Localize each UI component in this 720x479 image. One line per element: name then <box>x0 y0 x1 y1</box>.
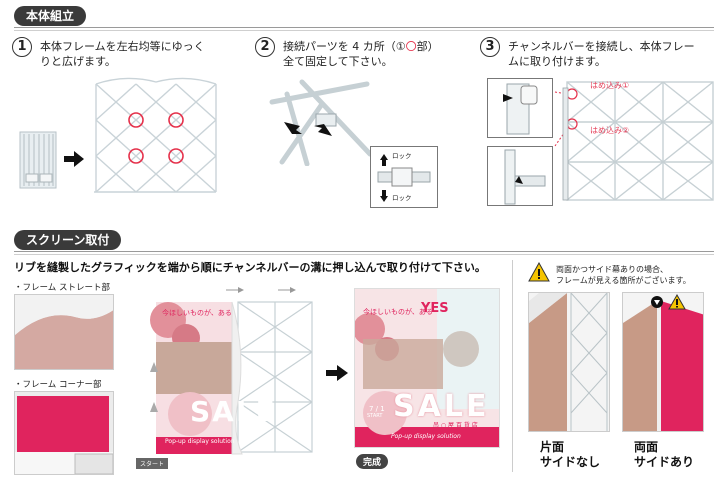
warning-line2: フレームが見える箇所がございます。 <box>556 276 691 285</box>
step2-line1b: 部） <box>416 40 439 53</box>
banner-sale-partial: SALE <box>190 395 277 428</box>
lock-inset-image <box>370 146 438 208</box>
banner-date: 7 / 1 <box>369 405 385 413</box>
section-title-assembly: 本体組立 <box>14 6 87 26</box>
down-arrow-icon <box>651 296 663 308</box>
channel-bar-inset-1 <box>487 78 553 138</box>
step-number-1: 1 <box>12 37 32 57</box>
step1-line1: 本体フレームを左右均等にゆっく <box>40 40 205 53</box>
banner-sale: SALE <box>393 389 490 424</box>
vertical-divider <box>512 260 513 472</box>
banner-start: START <box>367 413 383 419</box>
channel-bar-inset-2 <box>487 146 553 206</box>
banner-footer-partial: Pop-up display solution <box>165 438 235 445</box>
single-sided-caption: 片面 サイドなし <box>540 440 600 470</box>
section-divider <box>14 27 714 28</box>
banner-footer: Pop-up display solution <box>391 433 461 440</box>
step1-line2: りと広げます。 <box>40 55 116 68</box>
start-tag: スタート <box>136 458 169 469</box>
step2-circle-mark: 〇 <box>405 40 417 53</box>
section-title-screen-attach: スクリーン取付 <box>14 230 122 250</box>
expanded-frame-image <box>94 77 217 193</box>
section-divider-2 <box>14 251 714 252</box>
double-sided-caption: 両面 サイドあり <box>634 440 694 470</box>
connector-closeup-image <box>269 79 372 166</box>
collapsed-frame-image <box>19 131 57 189</box>
section-divider-thin-2 <box>14 254 714 255</box>
fit-label-2: はめ込み② <box>590 126 630 135</box>
lock-label-bottom: ロック <box>392 194 412 202</box>
banner-yes: YES <box>421 301 449 316</box>
frame-corner-photo <box>14 391 114 475</box>
section-divider-thin <box>14 30 714 31</box>
step3-line1: チャンネルバーを接続し、本体フレー <box>508 40 695 53</box>
warning-line1: 両面かつサイド幕ありの場合、 <box>556 265 668 274</box>
step3-line2: ムに取り付けます。 <box>508 55 606 68</box>
step2-text: 接続パーツを 4 カ所（①〇部） 全て固定して下さい。 <box>283 39 439 69</box>
single-sided-line1: 片面 <box>540 440 565 454</box>
step2-line1: 接続パーツを 4 カ所（① <box>283 40 406 53</box>
completed-banner: 今ほしいものが、ある YES 7 / 1 START SALE 吊 ○ 屋 百 … <box>354 288 500 448</box>
single-sided-photo <box>528 292 610 432</box>
banner-headline-partial: 今ほしいものが、ある <box>162 309 232 317</box>
frame-straight-label: ・フレーム ストレート部 <box>14 283 110 293</box>
fit-label-1: はめ込み① <box>590 81 630 90</box>
double-sided-line1: 両面 <box>634 440 659 454</box>
step2-line2: 全て固定して下さい。 <box>283 55 393 68</box>
frame-corner-label: ・フレーム コーナー部 <box>14 380 102 390</box>
single-sided-line2: サイドなし <box>540 455 601 469</box>
complete-tag: 完成 <box>356 454 389 469</box>
frame-with-channel-bars-image <box>554 81 714 201</box>
warning-icon-small <box>668 294 686 310</box>
warning-icon <box>528 262 550 282</box>
lock-label-top: ロック <box>392 152 412 160</box>
step3-text: チャンネルバーを接続し、本体フレー ムに取り付けます。 <box>508 39 695 69</box>
step-number-3: 3 <box>480 37 500 57</box>
warning-text: 両面かつサイド幕ありの場合、 フレームが見える箇所がございます。 <box>556 264 691 286</box>
step1-text: 本体フレームを左右均等にゆっく りと広げます。 <box>40 39 205 69</box>
double-sided-line2: サイドあり <box>634 455 695 469</box>
banner-headline: 今ほしいものが、ある <box>363 308 433 316</box>
banner-store: 吊 ○ 屋 百 貨 店 <box>433 422 478 429</box>
frame-straight-photo <box>14 294 114 370</box>
instruction-text: リブを縫製したグラフィックを端から順にチャンネルバーの溝に押し込んで取り付けて下… <box>14 261 486 274</box>
step-number-2: 2 <box>255 37 275 57</box>
right-arrow-icon <box>64 151 84 167</box>
right-arrow-icon-2 <box>326 365 348 381</box>
attaching-graphic-image <box>150 287 313 455</box>
double-sided-photo <box>622 292 704 432</box>
